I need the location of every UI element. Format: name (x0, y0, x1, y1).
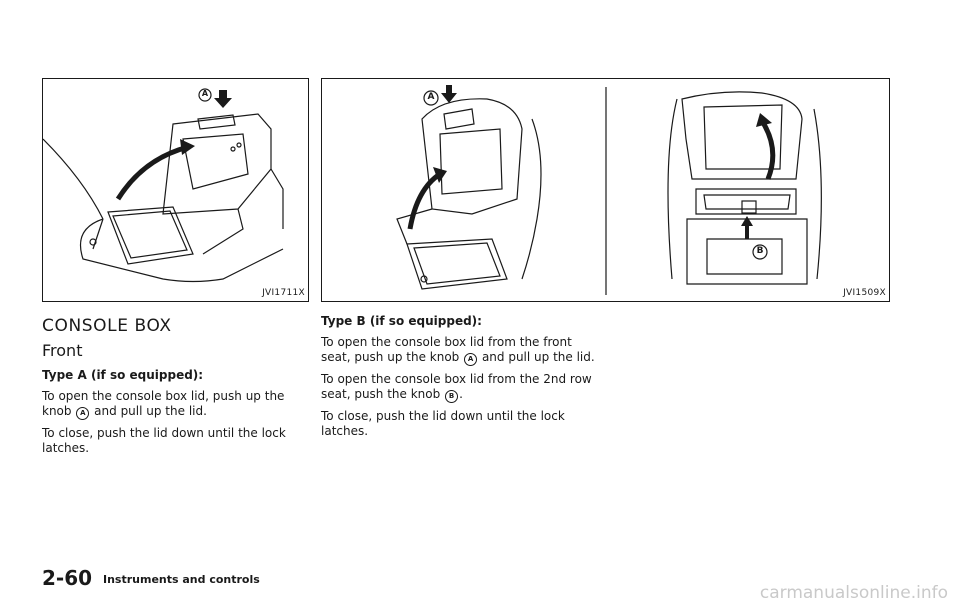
type-a-column: Type A (if so equipped): To open the con… (42, 368, 309, 462)
type-b-heading: Type B (if so equipped): (321, 314, 482, 328)
figure-code: JVI1509X (843, 288, 886, 298)
callout-a-label: A (427, 92, 435, 102)
page-number: 2-60 (42, 566, 93, 590)
footer-section-title: Instruments and controls (103, 573, 260, 586)
type-a-paragraph-1: To open the console box lid, push up the… (42, 389, 285, 420)
type-b-paragraph-1: To open the console box lid from the fro… (321, 335, 595, 366)
knob-b-symbol: B (445, 390, 459, 403)
figure-console-type-a: A JVI1711X (42, 78, 309, 302)
callout-b-label: B (756, 246, 764, 256)
watermark: carmanualsonline.info (759, 583, 948, 603)
knob-a-symbol: A (464, 353, 478, 366)
knob-a-symbol: A (76, 407, 90, 420)
figure-console-type-b: A B JVI1509X (321, 78, 890, 302)
type-a-paragraph-2: To close, push the lid down until the lo… (42, 426, 286, 455)
section-title: CONSOLE BOX (42, 316, 172, 336)
callout-a-label: A (201, 89, 209, 98)
console-type-a-illustration (43, 88, 284, 283)
console-type-b-illustration (396, 85, 822, 295)
type-b-paragraph-2: To open the console box lid from the 2nd… (321, 372, 592, 403)
type-b-paragraph-3: To close, push the lid down until the lo… (321, 409, 565, 438)
section-subtitle: Front (42, 341, 83, 360)
figure-code: JVI1711X (262, 288, 305, 298)
type-a-heading: Type A (if so equipped): (42, 368, 204, 382)
type-b-column: Type B (if so equipped): To open the con… (321, 314, 601, 445)
